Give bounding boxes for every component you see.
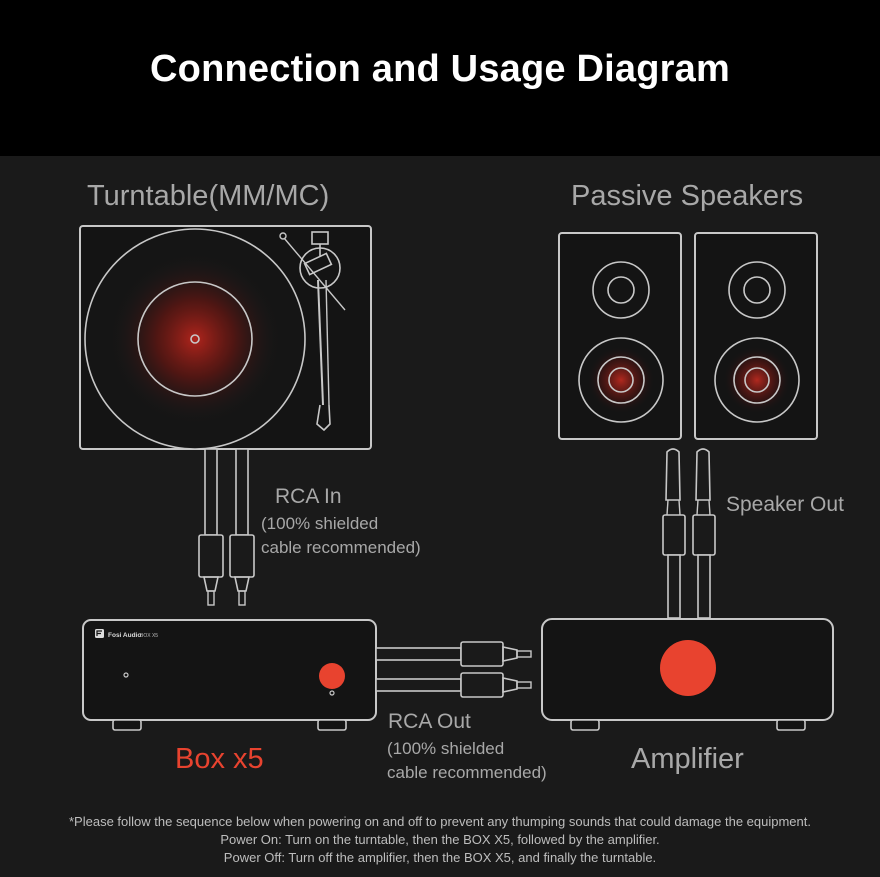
tweeter-inner bbox=[607, 276, 635, 304]
amp-foot-right bbox=[776, 719, 806, 731]
amplifier-label: Amplifier bbox=[631, 743, 744, 775]
led-indicator bbox=[123, 672, 129, 678]
rca-out-label: RCA Out bbox=[388, 710, 471, 733]
brand-model: BOX X5 bbox=[140, 633, 158, 639]
speaker-left bbox=[558, 232, 682, 440]
brand-name: Fosi Audio bbox=[108, 632, 141, 639]
rca-out-cables bbox=[375, 641, 532, 698]
rca-in-note-1: (100% shielded bbox=[261, 514, 379, 533]
header-band bbox=[0, 0, 880, 156]
rca-in-cables bbox=[198, 448, 255, 606]
rca-plug-right bbox=[229, 534, 255, 578]
amp-foot-left bbox=[570, 719, 600, 731]
power-sequence-notes: *Please follow the sequence below when p… bbox=[0, 813, 880, 867]
power-led bbox=[329, 690, 335, 696]
rca-out-note-1: (100% shielded bbox=[387, 739, 505, 758]
tonearm-headshell bbox=[316, 404, 331, 432]
notes-warning: *Please follow the sequence below when p… bbox=[69, 814, 811, 829]
speakers-label: Passive Speakers bbox=[571, 180, 804, 212]
rca-in-label: RCA In bbox=[275, 485, 342, 508]
arm-rest bbox=[283, 237, 346, 311]
rca-in-note-2: cable recommended) bbox=[261, 538, 421, 557]
tonearm bbox=[317, 279, 324, 406]
notes-power-off: Power Off: Turn off the amplifier, then … bbox=[223, 850, 657, 865]
amplifier-device bbox=[541, 618, 834, 731]
tweeter-outer bbox=[592, 261, 650, 319]
box-foot-left bbox=[112, 719, 142, 731]
spindle bbox=[190, 334, 200, 344]
amp-volume-knob bbox=[660, 640, 716, 696]
rca-plug-left bbox=[198, 534, 224, 578]
woofer-outer bbox=[578, 337, 664, 423]
speaker-cables bbox=[662, 448, 716, 619]
turntable bbox=[79, 225, 372, 450]
speaker-out-label: Speaker Out bbox=[726, 493, 844, 516]
box-x5-label: Box x5 bbox=[175, 743, 264, 775]
box-x5-device: Fosi Audio BOX X5 bbox=[82, 619, 377, 731]
power-knob bbox=[319, 663, 345, 689]
notes-power-on: Power On: Turn on the turntable, then th… bbox=[220, 832, 660, 847]
page-title: Connection and Usage Diagram bbox=[150, 48, 730, 90]
box-foot-right bbox=[317, 719, 347, 731]
record-label bbox=[137, 281, 253, 397]
record-glow bbox=[110, 254, 280, 424]
rca-out-note-2: cable recommended) bbox=[387, 763, 547, 782]
speaker-right bbox=[694, 232, 818, 440]
turntable-label: Turntable(MM/MC) bbox=[87, 180, 330, 212]
